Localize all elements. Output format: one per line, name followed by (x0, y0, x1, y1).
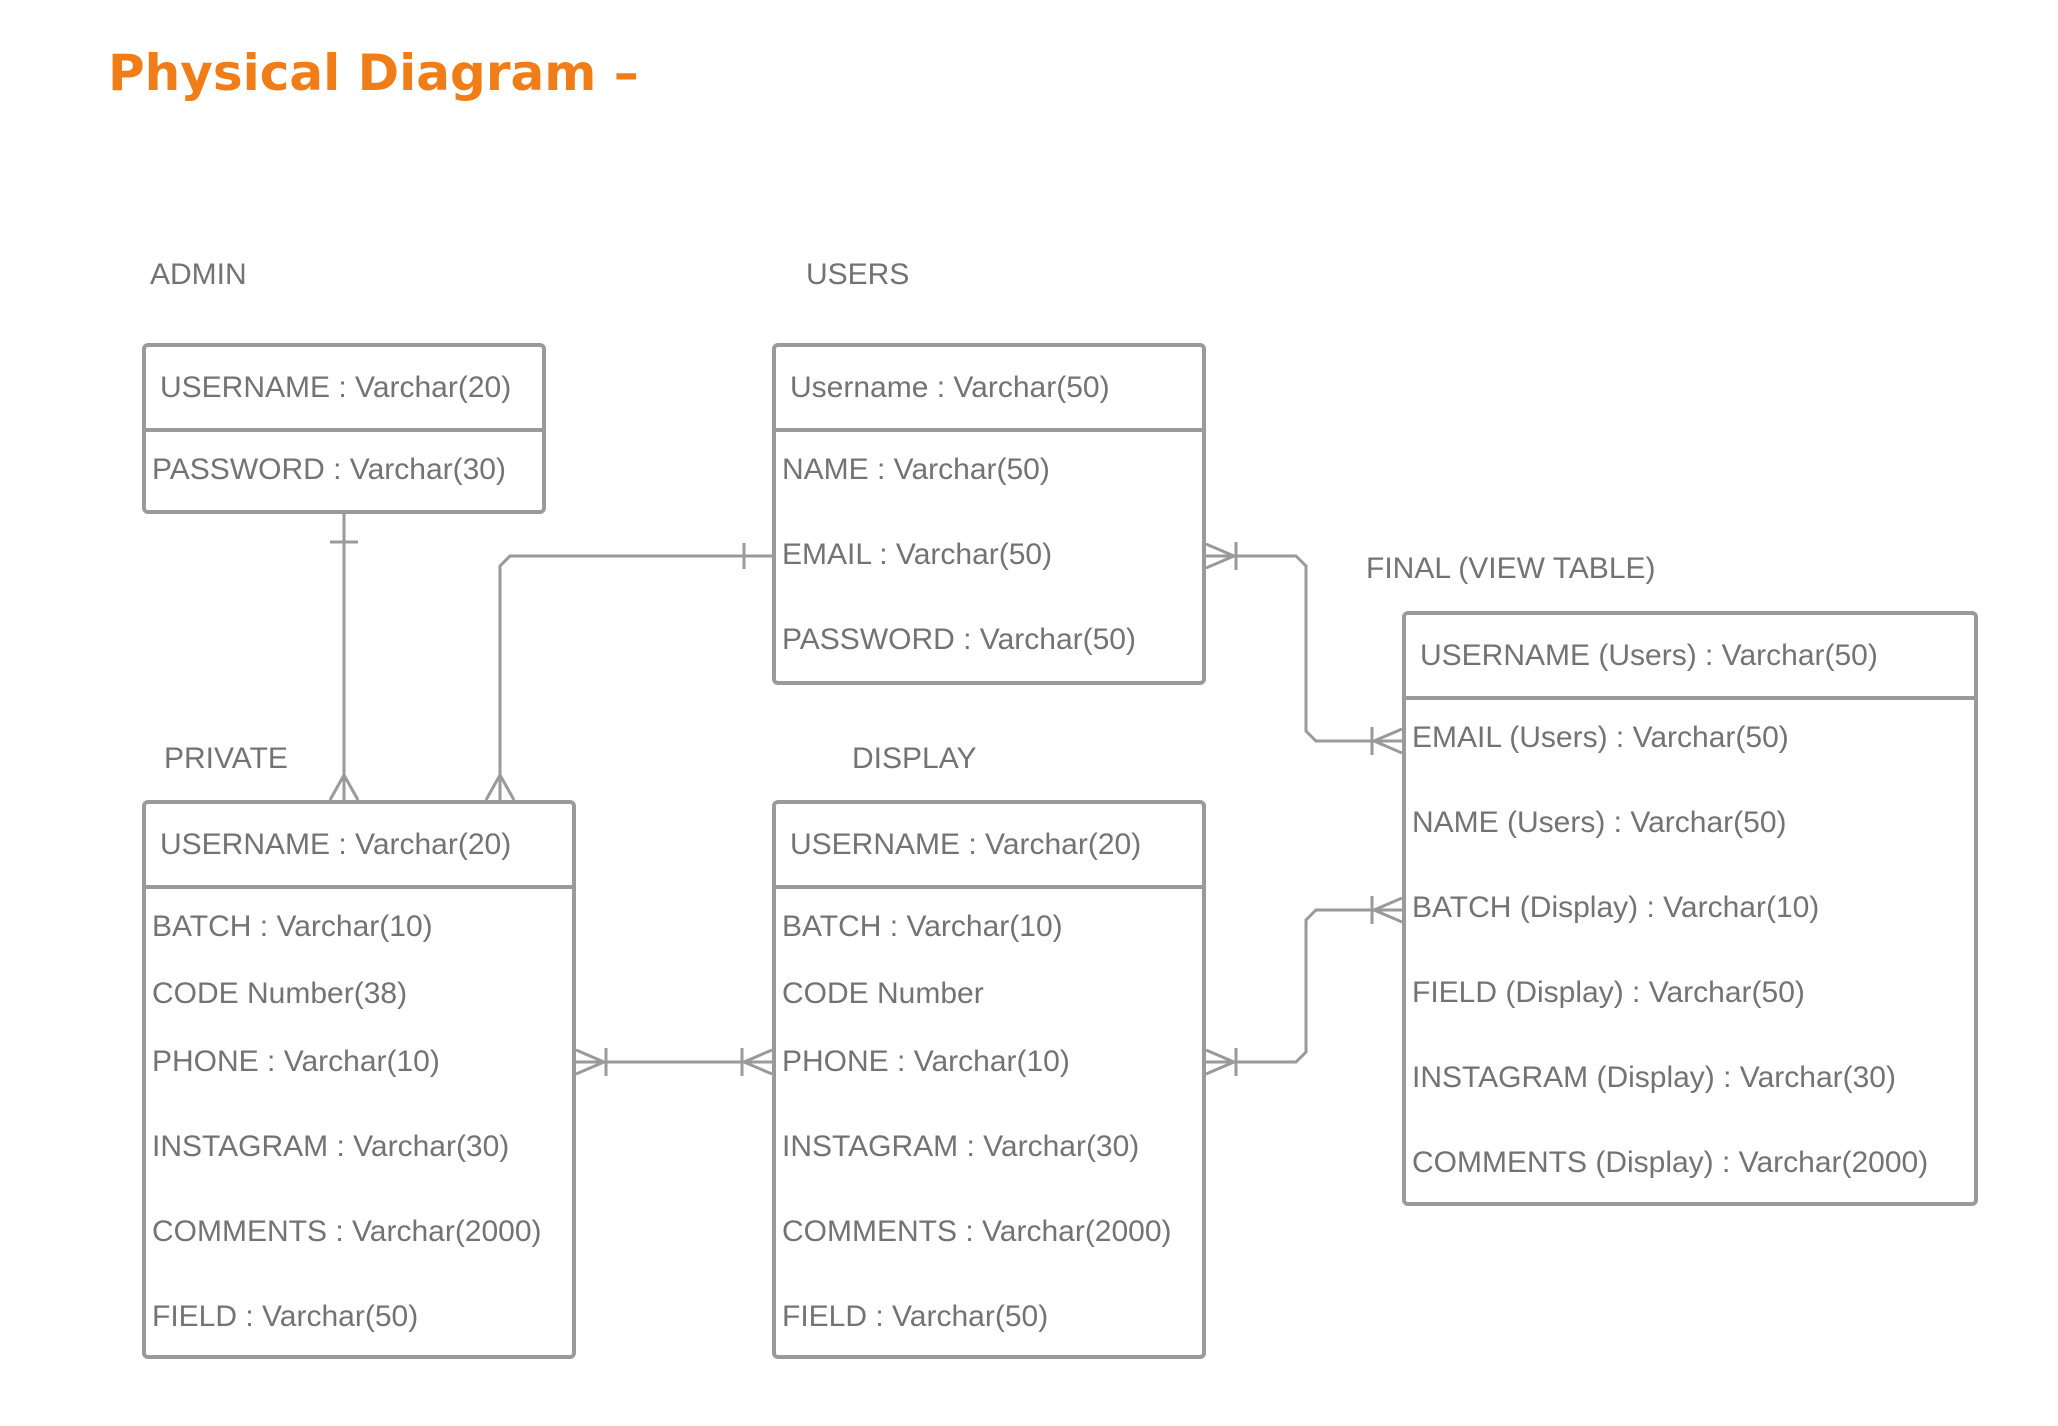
entity-header-private: USERNAME : Varchar(20) (146, 804, 572, 889)
field-final-instagram: INSTAGRAM (Display) : Varchar(30) (1412, 1061, 1896, 1094)
entity-final[interactable]: USERNAME (Users) : Varchar(50) EMAIL (Us… (1402, 611, 1978, 1206)
entity-label-final: FINAL (VIEW TABLE) (1366, 552, 1656, 585)
field-display-phone: PHONE : Varchar(10) (782, 1045, 1070, 1078)
connector-admin-private (328, 514, 360, 801)
connector-private-display (575, 1048, 773, 1076)
field-final-name: NAME (Users) : Varchar(50) (1412, 806, 1787, 839)
field-private-instagram: INSTAGRAM : Varchar(30) (152, 1130, 510, 1163)
connector-display-final (1205, 896, 1403, 1076)
field-private-phone: PHONE : Varchar(10) (152, 1045, 440, 1078)
field-display-field: FIELD : Varchar(50) (782, 1300, 1049, 1333)
entity-header-users: Username : Varchar(50) (776, 347, 1202, 432)
entity-label-display: DISPLAY (852, 742, 977, 775)
entity-header-display: USERNAME : Varchar(20) (776, 804, 1202, 889)
entity-users[interactable]: Username : Varchar(50) NAME : Varchar(50… (772, 343, 1206, 685)
field-private-comments: COMMENTS : Varchar(2000) (152, 1215, 542, 1248)
field-display-code: CODE Number (782, 977, 984, 1010)
entity-private[interactable]: USERNAME : Varchar(20) BATCH : Varchar(1… (142, 800, 576, 1359)
entity-header-admin: USERNAME : Varchar(20) (146, 347, 542, 432)
field-final-email: EMAIL (Users) : Varchar(50) (1412, 721, 1789, 754)
entity-header-final: USERNAME (Users) : Varchar(50) (1406, 615, 1974, 700)
connector-users-private (484, 543, 772, 801)
entity-label-users: USERS (806, 258, 910, 291)
entity-label-private: PRIVATE (164, 742, 288, 775)
field-private-batch: BATCH : Varchar(10) (152, 910, 433, 943)
field-admin-password: PASSWORD : Varchar(30) (152, 453, 506, 486)
field-display-instagram: INSTAGRAM : Varchar(30) (782, 1130, 1140, 1163)
field-users-password: PASSWORD : Varchar(50) (782, 623, 1136, 656)
field-private-code: CODE Number(38) (152, 977, 408, 1010)
field-users-name: NAME : Varchar(50) (782, 453, 1050, 486)
entity-admin[interactable]: USERNAME : Varchar(20) PASSWORD : Varcha… (142, 343, 546, 514)
field-private-field: FIELD : Varchar(50) (152, 1300, 419, 1333)
page-title: Physical Diagram – (108, 44, 639, 102)
entity-label-admin: ADMIN (150, 258, 247, 291)
field-users-email: EMAIL : Varchar(50) (782, 538, 1053, 571)
entity-display[interactable]: USERNAME : Varchar(20) BATCH : Varchar(1… (772, 800, 1206, 1359)
field-display-batch: BATCH : Varchar(10) (782, 910, 1063, 943)
field-display-comments: COMMENTS : Varchar(2000) (782, 1215, 1172, 1248)
field-final-comments: COMMENTS (Display) : Varchar(2000) (1412, 1146, 1929, 1179)
field-final-field: FIELD (Display) : Varchar(50) (1412, 976, 1805, 1009)
field-final-batch: BATCH (Display) : Varchar(10) (1412, 891, 1820, 924)
